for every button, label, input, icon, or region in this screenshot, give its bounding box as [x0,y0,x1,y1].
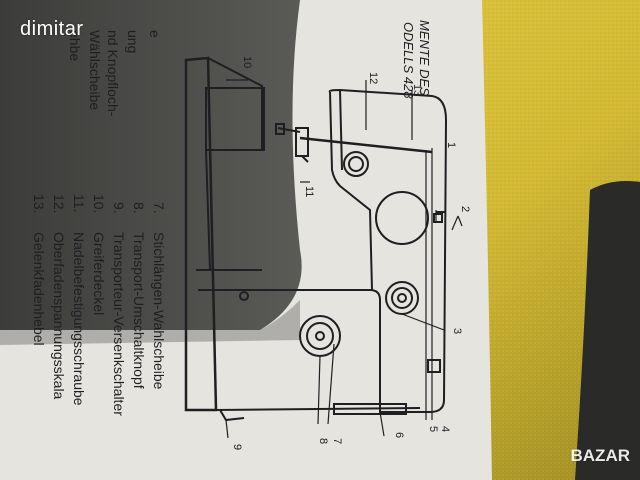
callout-11: 11 [303,186,315,197]
legend-num-13: 13. [31,194,47,213]
callout-7: 7 [331,438,343,444]
callout-12: 12 [367,72,379,84]
left-fragment-3: nd Knopfloch- [105,30,121,117]
legend-text-9: Transporteur-Versenkschalter [111,232,127,416]
dark-object [575,181,640,480]
watermark-seller-name: dimitar [20,18,84,40]
left-fragment-1: e [147,30,163,38]
left-fragment-2: ung [125,30,141,53]
callout-9: 9 [231,444,243,450]
callout-2: 2 [459,206,471,212]
callout-13: 13 [411,84,423,96]
legend-num-7: 7. [151,202,167,214]
legend-text-11: Nadelbefestigungsschraube [71,232,87,406]
left-fragment-4: Wählscheibe [87,30,103,110]
legend-num-12: 12. [51,194,67,213]
legend-text-12: Oberfadenspannungsskala [51,232,67,400]
hand-shadow [0,0,302,330]
callout-3: 3 [451,328,463,334]
legend-text-7: Stichlängen-Wahlscheibe [151,232,167,390]
legend-num-9: 9. [111,202,127,214]
legend-num-10: 10. [91,194,107,213]
callout-1: 1 [445,142,457,148]
header-text: MENTE DES [417,20,432,96]
watermark-site-logo: BAZAR [570,446,631,465]
callout-6: 6 [393,432,405,438]
legend-text-8: Transport-Umschaltknopf [131,232,147,389]
sewing-machine-diagram [184,56,448,422]
legend-num-8: 8. [131,202,147,214]
legend-text-13: Gelenkfadenhebel [31,232,47,346]
callout-10: 10 [241,56,253,68]
legend-text-10: Greiferdeckel [91,232,107,315]
callout-4: 4 [439,426,451,432]
callout-5: 5 [427,426,439,432]
left-fragment-5: ehbe [67,30,83,61]
callout-8: 8 [317,438,329,444]
model-line: ODELLS 428 [401,22,416,99]
legend-num-11: 11. [71,194,87,212]
